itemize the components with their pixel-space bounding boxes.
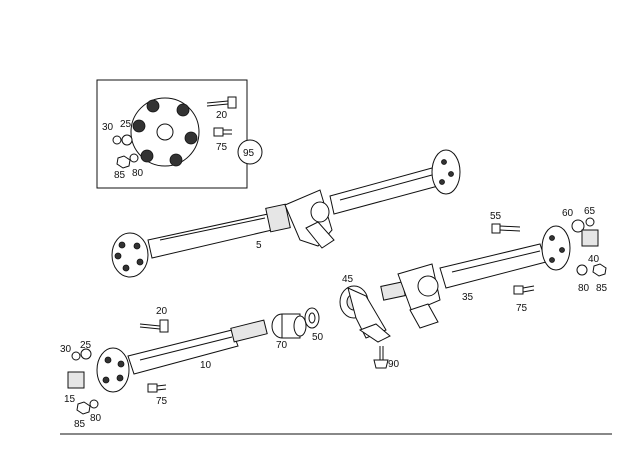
nut-85-lower: [76, 401, 91, 415]
washer-80-lower: [89, 399, 99, 409]
callout-30-bottom: 30: [60, 344, 72, 355]
callout-75-bottom: 75: [156, 396, 168, 407]
callout-10: 10: [200, 360, 212, 371]
callout-70: 70: [276, 340, 288, 351]
bolt-75-inset: [213, 127, 232, 137]
callout-80-bottom: 80: [90, 413, 102, 424]
callout-90: 90: [388, 359, 400, 370]
washer-80-right: [576, 264, 588, 276]
bolt-90: [373, 346, 389, 369]
washer-60: [571, 219, 585, 233]
callout-15: 15: [64, 394, 76, 405]
washer-80-inset: [129, 153, 139, 163]
callout-95-circle: [237, 139, 263, 165]
callout-80-right: 80: [578, 283, 590, 294]
callout-85-bottom: 85: [74, 419, 86, 430]
callout-25-top: 25: [120, 119, 132, 130]
nut-85-inset: [116, 155, 131, 169]
callout-40: 40: [588, 254, 600, 265]
bolt-55: [491, 223, 521, 234]
ring-50: [304, 307, 320, 329]
propshaft-intermediate: [96, 319, 268, 393]
bolt-20-inset: [206, 96, 237, 109]
callout-45: 45: [342, 274, 354, 285]
nut-85-right: [592, 263, 607, 277]
flex-disc-inset: [130, 97, 200, 167]
callout-55: 55: [490, 211, 502, 222]
callout-85-right: 85: [596, 283, 608, 294]
callout-75-right: 75: [516, 303, 528, 314]
washer-25-inset: [121, 134, 133, 146]
bolt-20-lower: [139, 319, 169, 333]
callout-50: 50: [312, 332, 324, 343]
callout-95: 95: [243, 148, 255, 159]
bolt-75-right: [513, 285, 535, 295]
callout-20-top: 20: [216, 110, 228, 121]
propshaft-rear: [339, 225, 571, 343]
callout-20-bottom: 20: [156, 306, 168, 317]
bolt-75-lower: [147, 383, 167, 393]
washer-30-inset: [112, 135, 122, 145]
boot-70: [271, 313, 307, 339]
callout-35: 35: [462, 292, 474, 303]
callout-80-top: 80: [132, 168, 144, 179]
callout-85-top: 85: [114, 170, 126, 181]
center-bearing-45: [339, 285, 391, 343]
callout-65: 65: [584, 206, 596, 217]
callout-75-top: 75: [216, 142, 228, 153]
bushing-40: [581, 229, 599, 247]
callout-30-top: 30: [102, 122, 114, 133]
washer-30-lower: [71, 351, 81, 361]
washer-25-lower: [80, 348, 92, 360]
propshaft-front: [111, 149, 461, 278]
callout-60: 60: [562, 208, 574, 219]
inset-box: 95: [96, 79, 263, 189]
callout-5: 5: [256, 240, 262, 251]
washer-65: [585, 217, 595, 227]
bushing-15: [67, 371, 85, 389]
callout-25-bottom: 25: [80, 340, 92, 351]
